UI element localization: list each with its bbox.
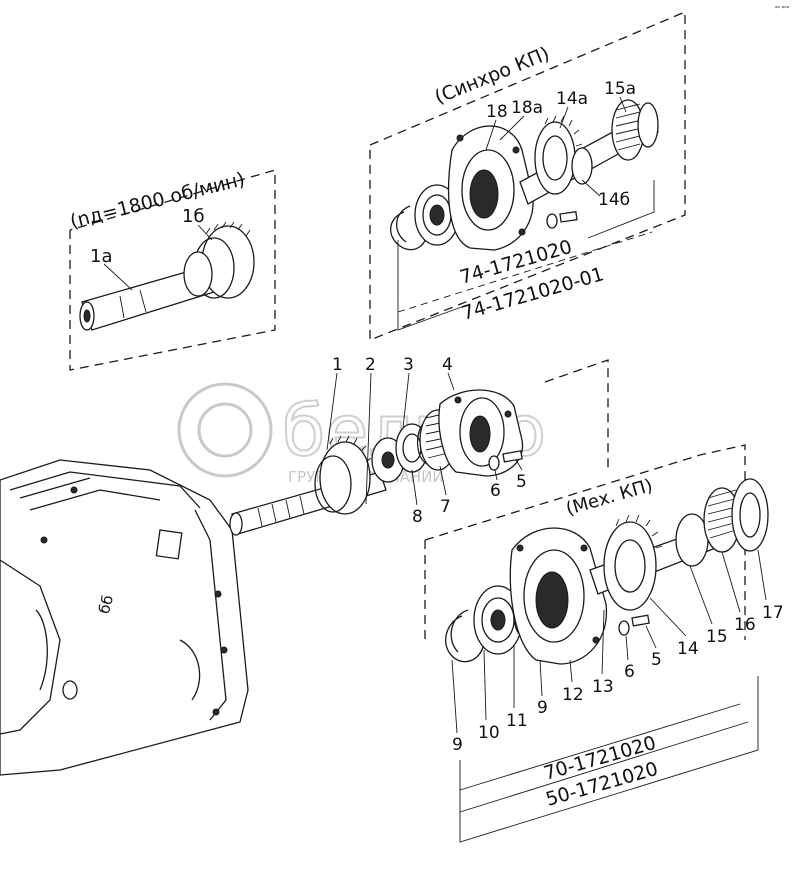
shaft-1a — [79, 267, 215, 331]
gearbox-housing: бб — [0, 459, 249, 776]
speed-variant-group: (nд=1800 об/мин) 1а 1б — [68, 168, 276, 371]
callout-2: 2 — [365, 355, 376, 375]
callout-4: 4 — [442, 355, 453, 375]
mech-group: (Мех. КП) 9 10 11 — [424, 444, 784, 843]
speed-note-label: (nд=1800 об/мин) — [68, 168, 247, 233]
callout-14b: 14б — [598, 190, 630, 210]
callout-m9b: 9 — [537, 698, 548, 718]
callout-1a: 1а — [90, 246, 112, 267]
callout-m17: 17 — [762, 603, 784, 623]
callout-3: 3 — [403, 355, 414, 375]
callout-5: 5 — [516, 472, 527, 492]
callout-m13: 13 — [592, 677, 614, 697]
callout-m6: 6 — [624, 662, 635, 682]
callout-m16: 16 — [734, 615, 756, 635]
callout-15a: 15а — [604, 79, 636, 99]
main-assembly: 1 2 3 4 8 7 6 5 — [229, 355, 609, 536]
synchro-group: (Синхро КП) 18 18а 14а 15а — [369, 11, 686, 341]
gear-1b — [183, 221, 255, 299]
callout-m12: 12 — [562, 685, 584, 705]
callout-6: 6 — [490, 481, 501, 501]
callout-18: 18 — [486, 102, 508, 122]
callout-m11: 11 — [506, 711, 528, 731]
callout-14a: 14а — [556, 89, 588, 109]
mech-label: (Мех. КП) — [564, 475, 655, 520]
housing-mark: бб — [95, 593, 117, 616]
corner-mark: ᵈᵃ ᵖᵒᵒ — [775, 5, 790, 12]
callout-1b: 1б — [182, 206, 205, 227]
callout-m10: 10 — [478, 723, 500, 743]
callout-7: 7 — [440, 497, 451, 517]
callout-m5: 5 — [651, 650, 662, 670]
callout-m9a: 9 — [452, 735, 463, 755]
callout-1: 1 — [332, 355, 343, 375]
callout-m14: 14 — [677, 639, 699, 659]
callout-m15: 15 — [706, 627, 728, 647]
callout-18a: 18а — [511, 98, 543, 118]
callout-8: 8 — [412, 507, 423, 527]
